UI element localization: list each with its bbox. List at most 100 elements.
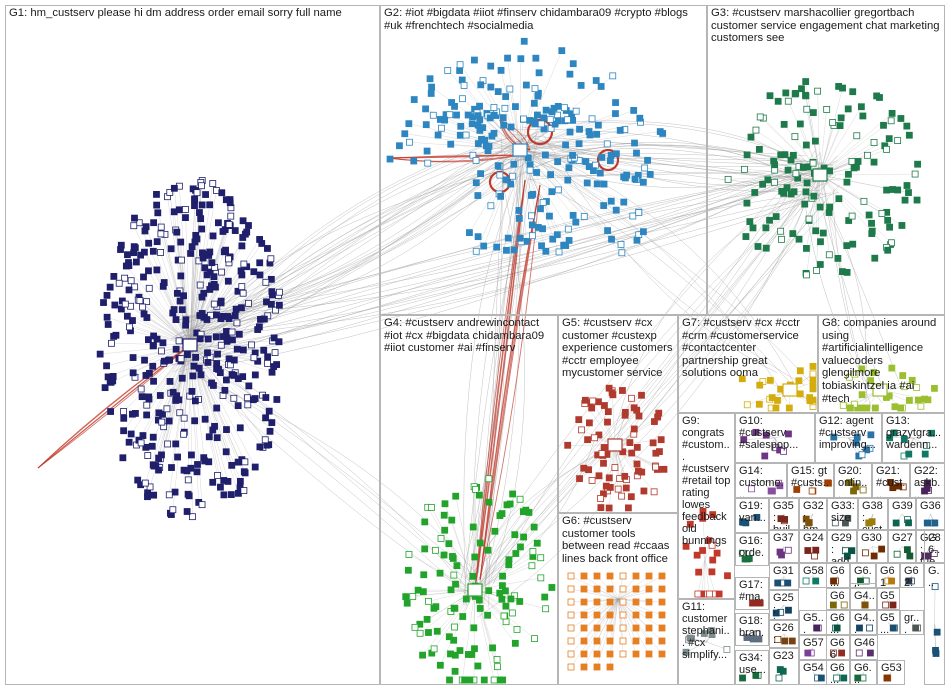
group-cell-gba: ba... <box>850 583 876 588</box>
group-label: G39 <box>892 500 913 512</box>
group-cell-g37: G37 <box>769 530 799 563</box>
group-label: G18: bran... <box>739 615 766 646</box>
group-label: G31 <box>773 565 796 577</box>
group-cell-g20: G20: onlin... <box>834 463 872 498</box>
group-cell-g4y: G4... <box>850 610 878 635</box>
group-label: G36 <box>920 500 942 512</box>
group-label: G54 <box>803 662 824 674</box>
group-cell-g6y: G6... <box>826 563 850 588</box>
group-label: G20: onlin... <box>838 465 869 498</box>
group-cell-g66: G66 <box>826 635 850 660</box>
group-label: G35: buil... <box>773 500 796 530</box>
group-label: G53 <box>881 662 902 674</box>
group-cell-g26: G26: beli... <box>769 620 799 648</box>
group-cell-g13: G13: grazytgra... wardenn... <box>882 413 945 463</box>
group-cell-g62: G62: pa... <box>900 563 924 588</box>
group-label: G5... <box>803 612 824 635</box>
group-cell-g6w: G6... <box>924 530 945 563</box>
group-cell-ggr: gr... <box>900 610 924 635</box>
group-label: G9: congrats #custom... #custserv #retai… <box>682 415 732 547</box>
group-label: G33: size <box>831 500 855 524</box>
group-label: G57 <box>803 637 824 649</box>
group-cell-g24: G24 <box>799 530 827 563</box>
group-cell-g3: G3: #custserv marshacollier gregortbach … <box>707 5 945 315</box>
group-label: G6... <box>830 590 847 610</box>
group-label: G6... <box>830 612 847 635</box>
group-label: G4... <box>854 612 875 635</box>
group-label: G34: use... <box>739 652 766 676</box>
group-cell-g11: G11: customer stephani... #cx simplify..… <box>678 599 735 685</box>
group-cell-g58: G58 <box>799 563 827 588</box>
group-label: G17: #ma... <box>739 579 766 610</box>
group-cell-g33: G33: size <box>827 498 858 530</box>
group-label: G14: custome... <box>739 465 784 498</box>
group-cell-g54: G54 <box>799 660 827 685</box>
group-label: G13: grazytgra... wardenn... <box>886 415 942 451</box>
group-label: G46 <box>854 637 875 649</box>
group-cell-g31: G31 <box>769 563 799 590</box>
group-label: G38: cust... <box>862 500 885 530</box>
group-cell-g6t: G6... <box>850 660 877 685</box>
group-label: G22: askb... <box>914 465 942 498</box>
group-label: G23 <box>773 650 796 662</box>
group-cell-g12: G12: agent #custserv improving... <box>815 413 882 463</box>
group-cell-g18: G18: bran... <box>735 613 769 646</box>
group-cell-g38: G38: cust... <box>858 498 888 530</box>
group-label: G... <box>928 565 942 589</box>
group-label: G4... <box>854 590 875 610</box>
group-label: G5: #custserv #cx customer #custexp expe… <box>562 317 675 380</box>
group-label: G27 <box>892 532 913 544</box>
group-label: ba... <box>854 585 873 588</box>
group-label: G8: companies around using #artificialin… <box>822 317 942 405</box>
group-label: G6... <box>830 565 847 588</box>
group-label: G16: orde... <box>739 535 766 566</box>
group-label: G5... <box>880 590 897 610</box>
group-cell-gc: G... <box>924 563 945 685</box>
group-cell-g29: G29: add... <box>827 530 857 563</box>
group-cell-g17: G17: #ma... <box>735 577 769 610</box>
group-label: G7: #custserv #cx #cctr #crm #customerse… <box>682 317 815 380</box>
group-label: G6... <box>854 662 874 685</box>
group-cell-g22: G22: askb... <box>910 463 945 498</box>
group-cell-g5: G5: #custserv #cx customer #custexp expe… <box>558 315 678 513</box>
group-label: G32: hm... <box>803 500 824 530</box>
group-cell-g53: G53 <box>877 660 905 685</box>
group-label: G21: #cust... <box>876 465 907 498</box>
group-label: G62: pa... <box>904 565 921 588</box>
group-cell-g57: G57 <box>799 635 827 660</box>
group-label: G5... <box>880 612 897 635</box>
group-cell-g46: G46 <box>850 635 878 660</box>
group-cell-g27: G27 <box>888 530 916 563</box>
group-cell-g36: G36 <box>916 498 945 530</box>
group-cell-g35: G35: buil... <box>769 498 799 530</box>
group-cell-g25: G25: targ... <box>769 590 799 620</box>
group-cell-g1: G1: hm_custserv please hi dm address ord… <box>5 5 380 685</box>
group-cell-g5z: G5... <box>876 610 900 635</box>
group-cell-g19: G19: van... <box>735 498 769 533</box>
group-cell-g6u: G6... <box>826 588 850 610</box>
group-cell-g6v: G6... <box>826 660 850 685</box>
group-cell-g6x: G6... <box>826 610 850 635</box>
group-label: G37 <box>773 532 796 544</box>
group-cell-g5x: G5... <box>799 610 827 635</box>
group-label: G15: gt #custs... <box>791 465 831 498</box>
group-label: G6... <box>928 532 942 563</box>
group-label: G19: van... <box>739 500 766 524</box>
group-label: G1: hm_custserv please hi dm address ord… <box>9 7 377 20</box>
group-label: G6... <box>830 662 847 685</box>
group-cell-g16: G16: orde... <box>735 533 769 566</box>
group-cell-g21: G21: #cust... <box>872 463 910 498</box>
group-label: G24 <box>803 532 824 544</box>
group-label: G29: add... <box>831 532 854 563</box>
group-cell-g2: G2: #iot #bigdata #iiot #finserv chidamb… <box>380 5 707 315</box>
group-cell-g10: G10: #custserv #salespop... <box>735 413 815 463</box>
group-cell-g5y: G5... <box>876 588 900 610</box>
group-label: G2: #iot #bigdata #iiot #finserv chidamb… <box>384 7 704 32</box>
group-label: G3: #custserv marshacollier gregortbach … <box>711 7 942 45</box>
group-label: G4: #custserv andrewincontact #iot #cx #… <box>384 317 555 355</box>
group-cell-g32: G32: hm... <box>799 498 827 530</box>
group-label: gr... <box>904 612 921 635</box>
group-cell-g9: G9: congrats #custom... #custserv #retai… <box>678 413 735 599</box>
group-cell-g4x: G4... <box>850 588 878 610</box>
